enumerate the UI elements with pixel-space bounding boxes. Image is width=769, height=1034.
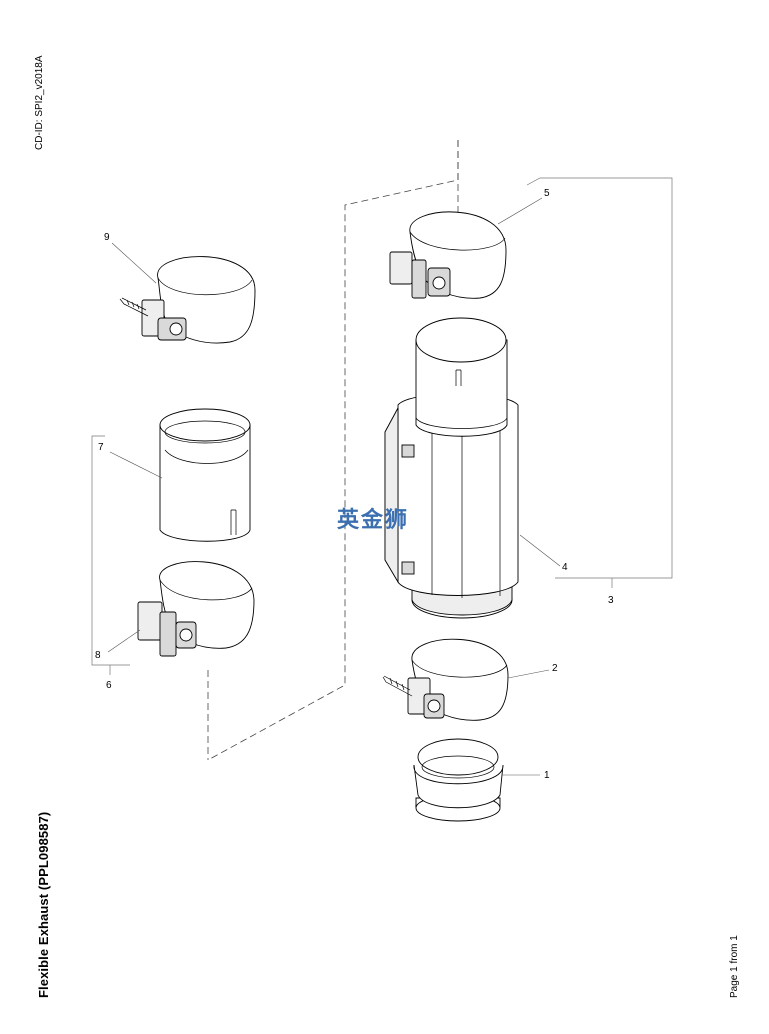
group-brackets <box>91 177 673 675</box>
callout-3: 3 <box>608 595 614 606</box>
part-1-seal-ring <box>413 738 540 822</box>
callout-6: 6 <box>106 680 112 691</box>
part-4-flexible-bellows <box>384 317 561 619</box>
callout-4: 4 <box>562 562 568 573</box>
part-8-clamp <box>107 561 255 657</box>
part-2-clamp <box>382 638 550 721</box>
assembly-dashed-lines <box>207 140 459 761</box>
callout-9: 9 <box>104 232 110 243</box>
callout-5: 5 <box>544 188 550 199</box>
part-9-clamp <box>111 242 256 344</box>
callout-8: 8 <box>95 650 101 661</box>
callout-1: 1 <box>544 770 550 781</box>
part-7-pipe-sleeve <box>109 408 251 542</box>
callout-7: 7 <box>98 442 104 453</box>
part-5-clamp <box>389 197 543 299</box>
callout-labels: 1 2 3 4 5 6 7 8 9 <box>95 188 614 781</box>
watermark-text: 英金狮 <box>337 507 409 533</box>
callout-2: 2 <box>552 663 558 674</box>
